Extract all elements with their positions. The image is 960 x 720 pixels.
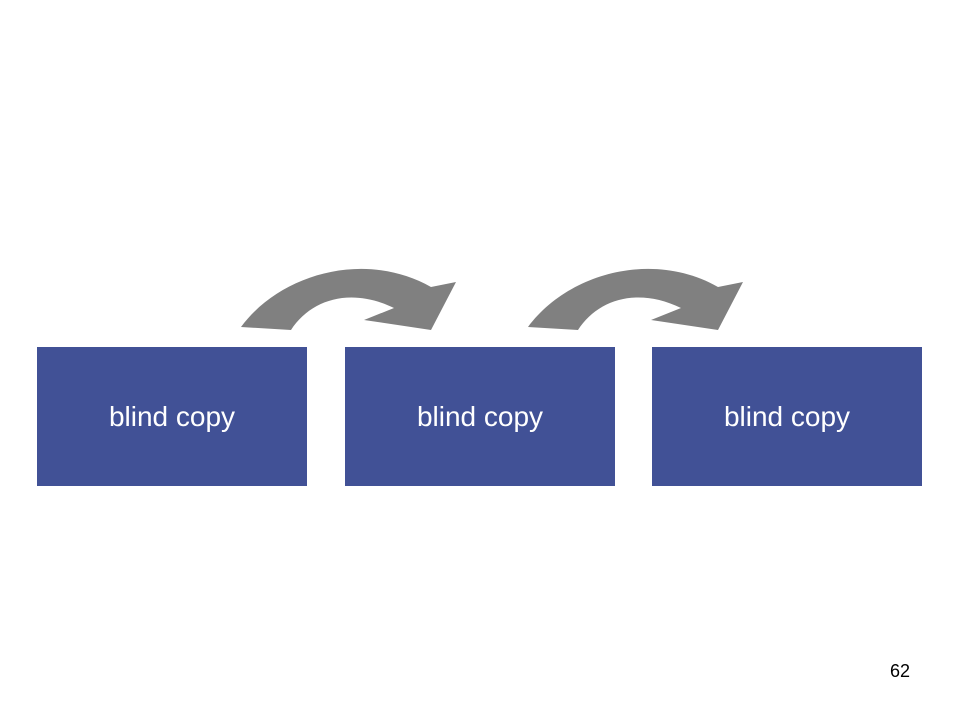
process-box-label: blind copy — [416, 400, 544, 432]
process-box-label: blind copy — [108, 400, 236, 432]
process-box-2: blind copy — [345, 347, 615, 486]
curved-arrow-icon — [528, 268, 743, 330]
page-number: 62 — [889, 661, 910, 681]
process-box-1: blind copy — [37, 347, 307, 486]
curved-arrow-icon — [241, 268, 456, 330]
process-box-3: blind copy — [652, 347, 922, 486]
process-box-label: blind copy — [723, 400, 851, 432]
